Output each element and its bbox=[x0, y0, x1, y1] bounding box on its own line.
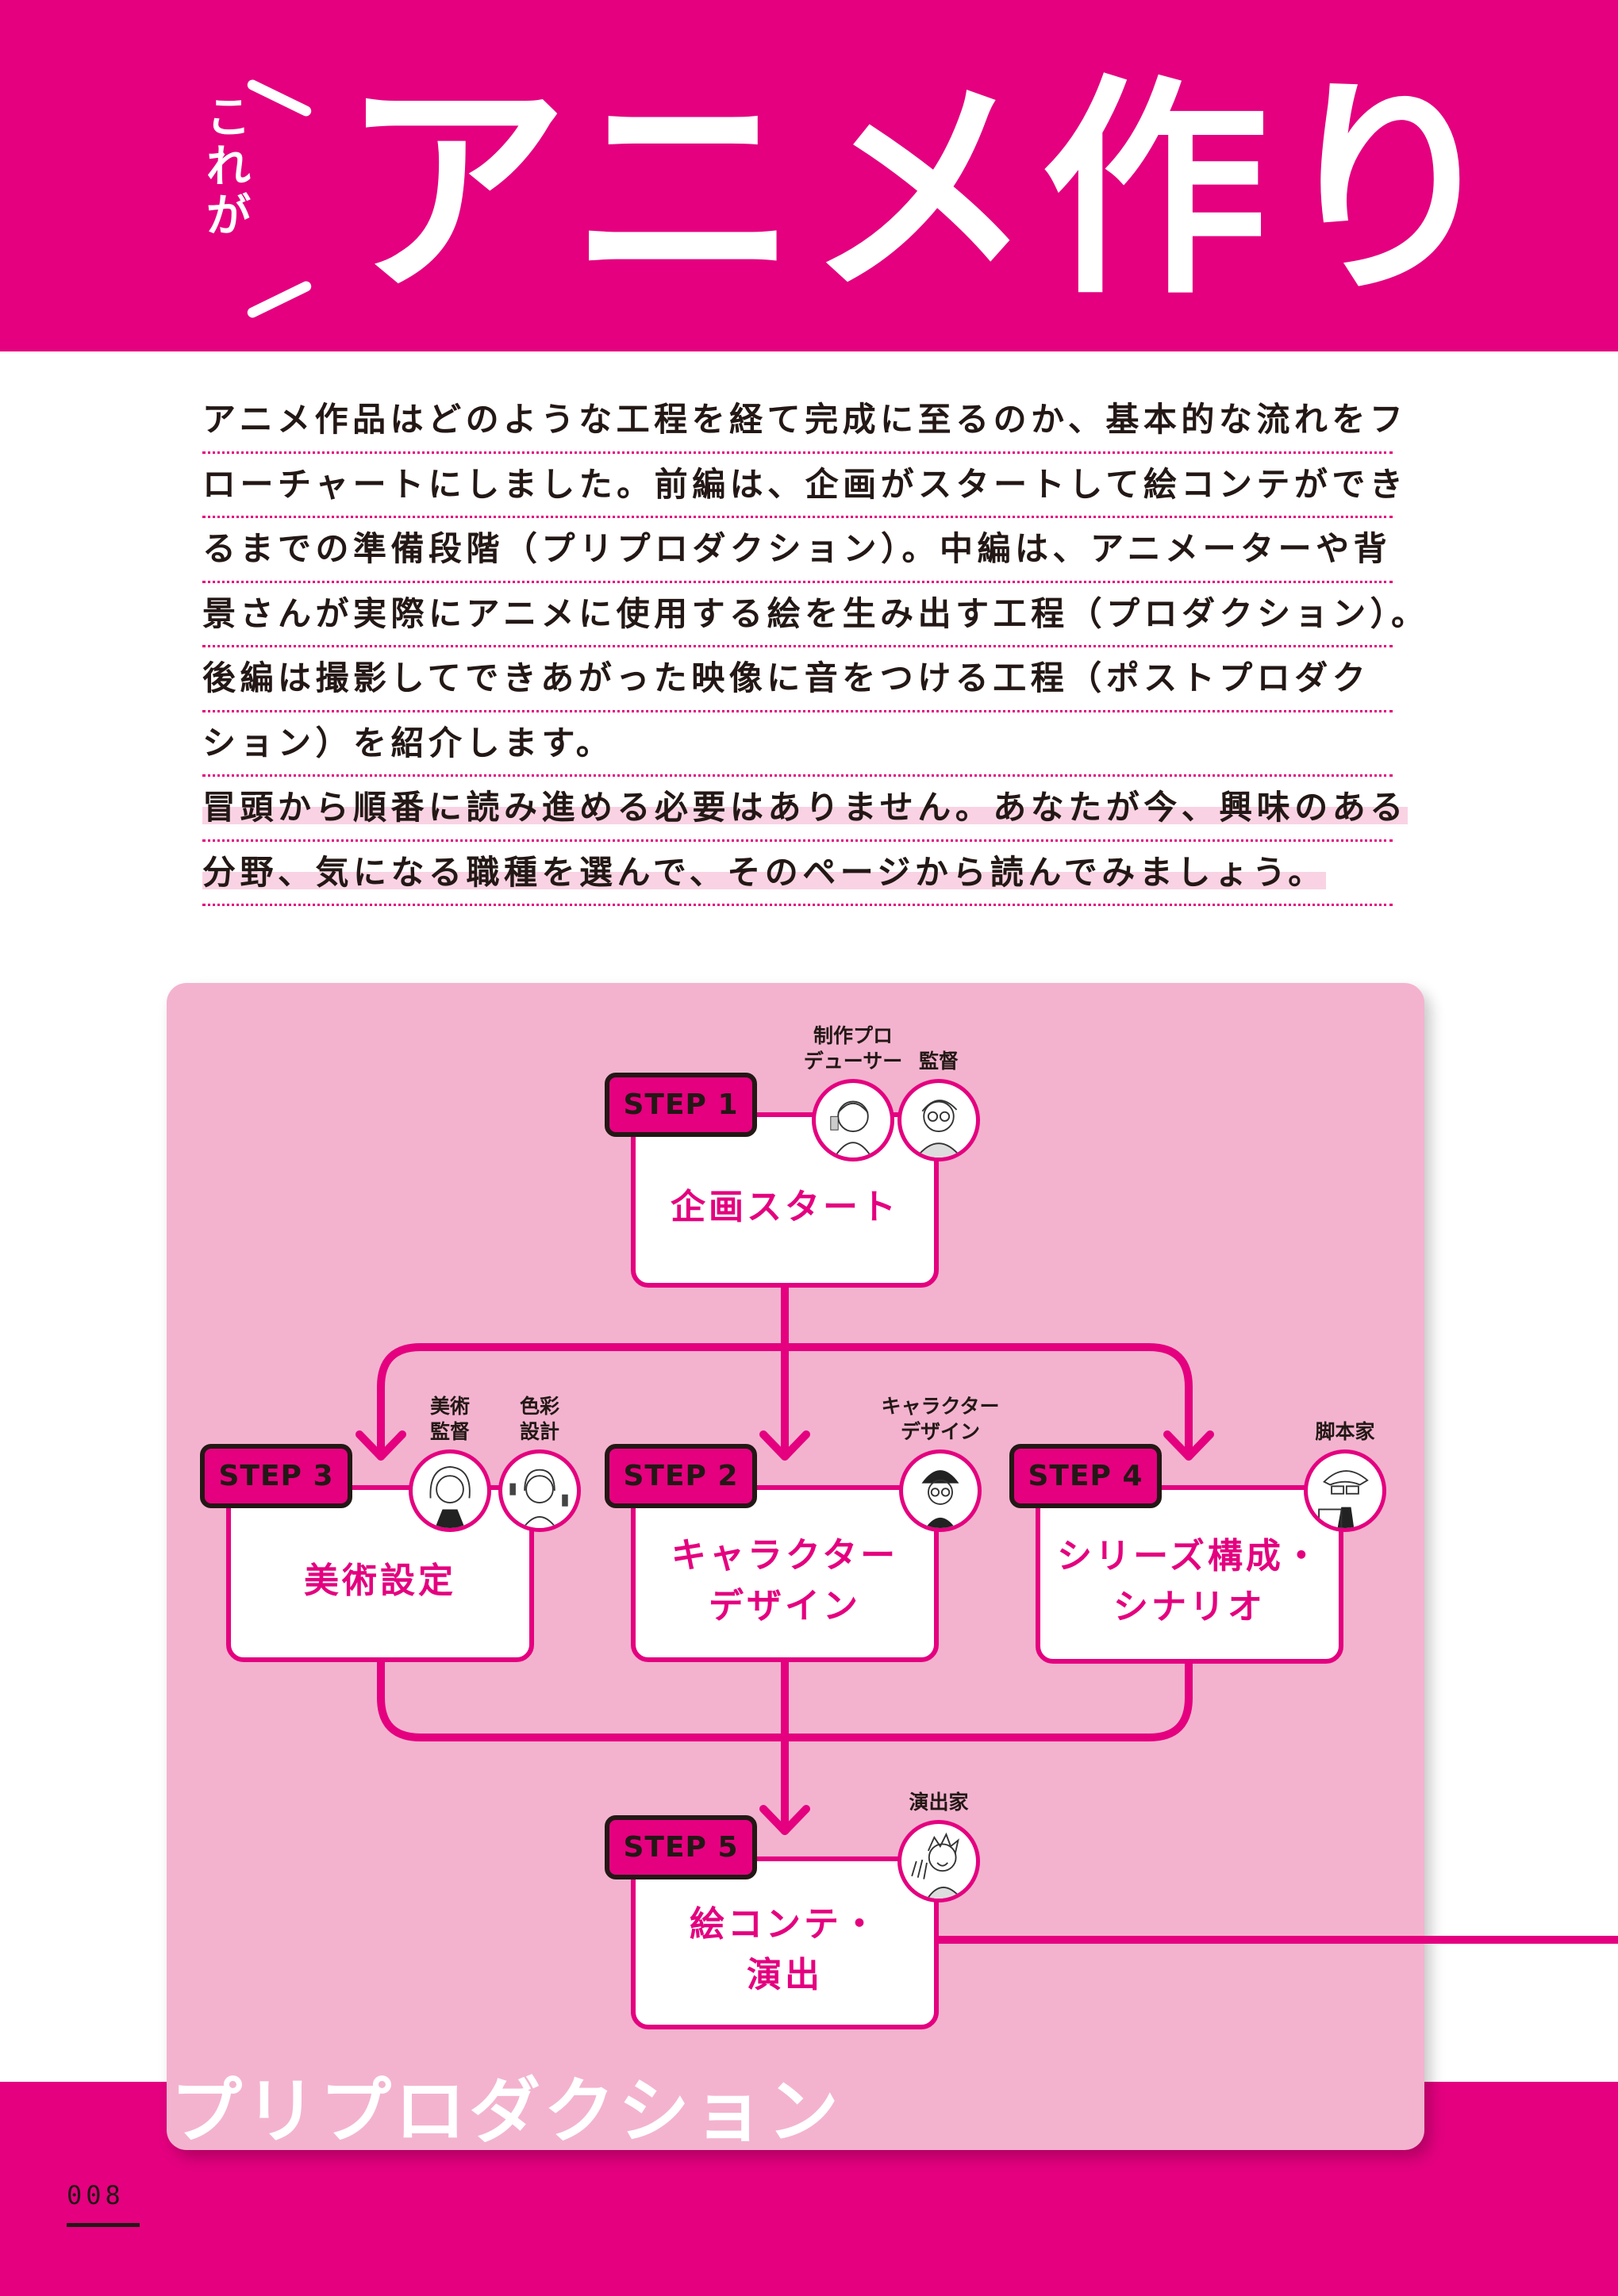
role-label: 美術 監督 bbox=[429, 1395, 470, 1443]
header-kicker: これが bbox=[206, 92, 251, 242]
step-title: 美術設定 bbox=[304, 1560, 456, 1601]
step-title: キャラクター デザイン bbox=[671, 1534, 899, 1626]
role-character-designer: キャラクター デザイン bbox=[865, 1394, 1016, 1532]
intro-line: アニメ作品はどのような工程を経て完成に至るのか、基本的な流れをフ bbox=[202, 389, 1403, 454]
intro-line: ション）を紹介します。 bbox=[202, 712, 1393, 777]
step-badge-5: STEP 5 bbox=[605, 1815, 757, 1879]
page-number: 008 bbox=[67, 2180, 125, 2210]
intro-line: 景さんが実際にアニメに使用する絵を生み出す工程（プロダクション）。 bbox=[202, 583, 1424, 647]
dotted-rule bbox=[202, 451, 1393, 454]
step-badge-2: STEP 2 bbox=[605, 1444, 757, 1508]
role-producer: 制作プロ デューサー bbox=[797, 1023, 909, 1161]
step-title: シリーズ構成・ シナリオ bbox=[1057, 1535, 1322, 1627]
role-label: 脚本家 bbox=[1315, 1420, 1375, 1443]
dotted-rule bbox=[202, 774, 1393, 777]
step-box-5: 絵コンテ・ 演出 bbox=[631, 1856, 939, 2029]
phase-label: プリプロダクション bbox=[171, 2070, 842, 2153]
edge-step1-step3 bbox=[377, 1343, 789, 1461]
role-label: 色彩 設計 bbox=[519, 1395, 559, 1443]
arrow-head-step2 bbox=[759, 1430, 810, 1461]
intro-line: るまでの準備段階（プリプロダクション）。中編は、アニメーターや背 bbox=[202, 518, 1393, 583]
step-box-4: シリーズ構成・ シナリオ bbox=[1036, 1485, 1343, 1664]
role-director: 監督 bbox=[895, 1049, 982, 1161]
step-title: 絵コンテ・ 演出 bbox=[690, 1904, 880, 1995]
intro-line-text: ローチャートにしました。前編は、企画がスタートして絵コンテができ bbox=[202, 464, 1408, 504]
page-header: これが アニメ作り bbox=[0, 0, 1618, 351]
role-episode-director: 演出家 bbox=[895, 1790, 982, 1902]
step-badge-1: STEP 1 bbox=[605, 1073, 757, 1137]
dotted-rule bbox=[202, 580, 1393, 583]
role-label: 制作プロ デューサー bbox=[803, 1024, 903, 1073]
dotted-rule bbox=[202, 645, 1393, 647]
page-number-underline bbox=[67, 2223, 140, 2227]
director-portrait-icon bbox=[897, 1079, 980, 1161]
color-designer-portrait-icon bbox=[498, 1449, 581, 1532]
dotted-rule bbox=[202, 709, 1393, 712]
arrow-head-step5 bbox=[759, 1805, 810, 1835]
intro-line-text-highlighted: 冒頭から順番に読み進める必要はありません。あなたが今、興味のある bbox=[202, 788, 1408, 827]
step-badge-3: STEP 3 bbox=[200, 1444, 352, 1508]
step-box-2: キャラクター デザイン bbox=[631, 1485, 939, 1662]
dotted-rule bbox=[202, 516, 1393, 518]
intro-line-text: るまでの準備段階（プリプロダクション）。中編は、アニメーターや背 bbox=[202, 529, 1392, 568]
dotted-rule bbox=[202, 904, 1393, 906]
episode-director-portrait-icon bbox=[897, 1820, 980, 1902]
intro-line: 後編は撮影してできあがった映像に音をつける工程（ポストプロダク bbox=[202, 647, 1393, 712]
role-color-designer: 色彩 設計 bbox=[496, 1394, 583, 1532]
role-scriptwriter: 脚本家 bbox=[1301, 1419, 1389, 1532]
intro-line-text: 後編は撮影してできあがった映像に音をつける工程（ポストプロダク bbox=[202, 658, 1370, 697]
role-label: キャラクター デザイン bbox=[881, 1395, 1000, 1443]
step-badge-4: STEP 4 bbox=[1009, 1444, 1162, 1508]
intro-line: 分野、気になる職種を選んで、そのページから読んでみましょう。 bbox=[202, 842, 1393, 906]
intro-line-text: 景さんが実際にアニメに使用する絵を生み出す工程（プロダクション）。 bbox=[202, 593, 1429, 633]
role-label: 演出家 bbox=[909, 1791, 969, 1814]
role-art-director: 美術 監督 bbox=[406, 1394, 494, 1532]
intro-line: 冒頭から順番に読み進める必要はありません。あなたが今、興味のある bbox=[202, 777, 1408, 842]
dotted-rule bbox=[202, 839, 1393, 842]
intro-line-text: ション）を紹介します。 bbox=[202, 723, 614, 762]
character-designer-portrait-icon bbox=[899, 1449, 982, 1532]
edge-step4-step5 bbox=[781, 1660, 1193, 1741]
arrow-head-step3 bbox=[355, 1430, 406, 1461]
edge-step3-step5 bbox=[377, 1658, 789, 1741]
scriptwriter-portrait-icon bbox=[1304, 1449, 1386, 1532]
page-title: アニメ作り bbox=[341, 56, 1512, 325]
intro-paragraph: アニメ作品はどのような工程を経て完成に至るのか、基本的な流れをフ ローチャートに… bbox=[202, 389, 1424, 906]
arrow-head-step4 bbox=[1163, 1430, 1214, 1461]
producer-portrait-icon bbox=[812, 1079, 894, 1161]
art-director-portrait-icon bbox=[409, 1449, 491, 1532]
intro-line-text: アニメ作品はどのような工程を経て完成に至るのか、基本的な流れをフ bbox=[202, 400, 1408, 439]
step-title: 企画スタート bbox=[671, 1186, 899, 1227]
role-label: 監督 bbox=[918, 1050, 959, 1073]
intro-line: ローチャートにしました。前編は、企画がスタートして絵コンテができ bbox=[202, 454, 1403, 518]
edge-step1-step4 bbox=[781, 1343, 1193, 1461]
intro-line-text-highlighted: 分野、気になる職種を選んで、そのページから読んでみましょう。 bbox=[202, 852, 1326, 893]
